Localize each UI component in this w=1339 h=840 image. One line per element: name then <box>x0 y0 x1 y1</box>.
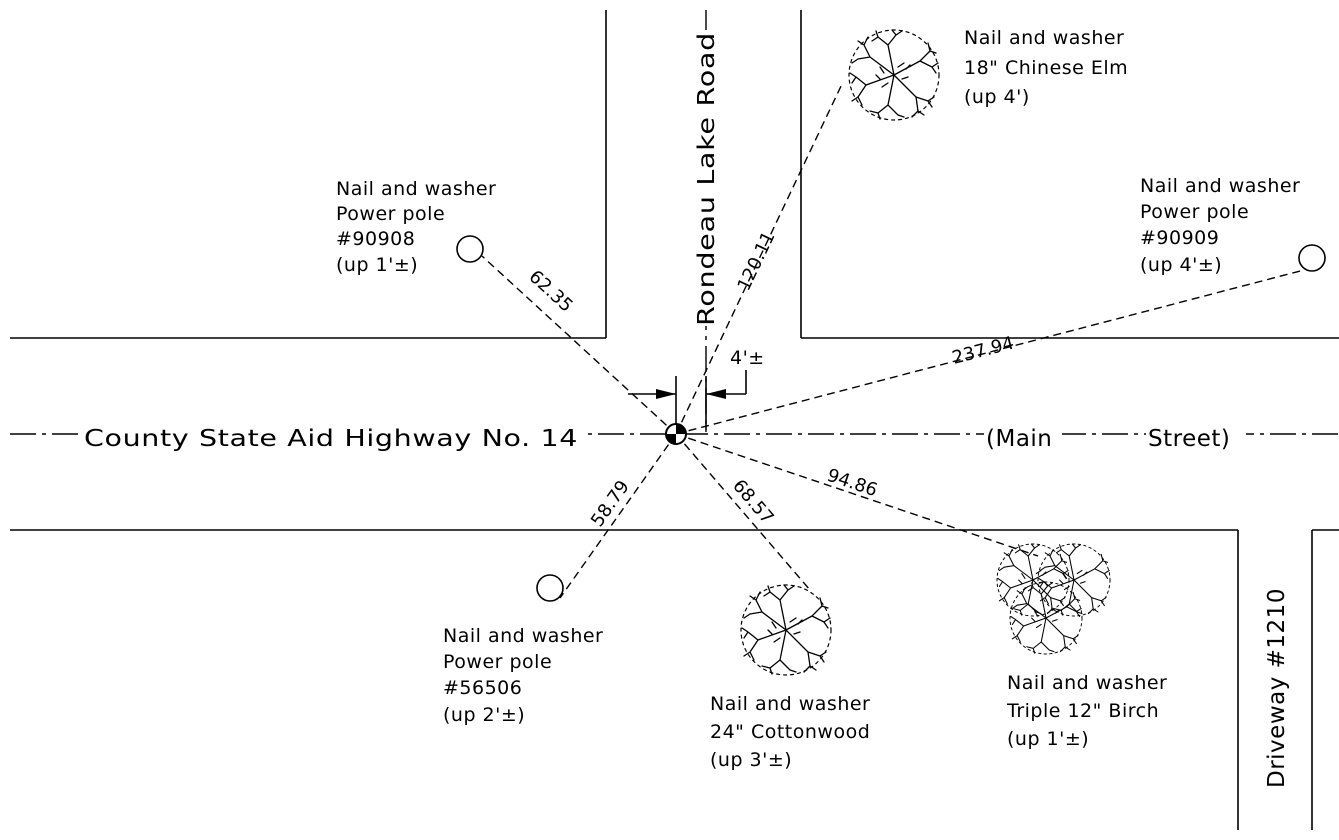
svg-text:#90909: #90909 <box>1140 227 1219 249</box>
svg-text:Nail and washer: Nail and washer <box>1140 175 1300 197</box>
reference-point-marker <box>665 423 687 445</box>
power-pole-90908-symbol <box>456 235 484 263</box>
svg-text:(up 1'±): (up 1'±) <box>336 254 418 276</box>
svg-text:#56506: #56506 <box>443 677 522 699</box>
distance-cottonwood: 68.57 <box>728 476 778 529</box>
cross-road-label: Rondeau Lake Road <box>692 30 720 326</box>
svg-text:(up 4'±): (up 4'±) <box>1140 254 1222 276</box>
svg-text:18" Chinese Elm: 18" Chinese Elm <box>964 57 1128 79</box>
svg-text:Power pole: Power pole <box>336 203 445 225</box>
main-street-label: (Main Street) <box>984 425 1246 452</box>
svg-text:Rondeau Lake Road: Rondeau Lake Road <box>694 32 720 326</box>
svg-text:(up 2'±): (up 2'±) <box>443 704 525 726</box>
distance-elm: 120.11 <box>734 228 780 294</box>
svg-text:#90908: #90908 <box>336 228 415 250</box>
svg-text:(up 4'): (up 4') <box>964 86 1030 108</box>
label-pole-90909: Nail and washer Power pole #90909 (up 4'… <box>1140 175 1300 276</box>
triple-birch-symbol <box>996 543 1111 655</box>
svg-text:24" Cottonwood: 24" Cottonwood <box>710 721 870 743</box>
chinese-elm-symbol <box>848 29 940 121</box>
driveway-label: Driveway #1210 <box>1264 588 1290 788</box>
tie-line-pole-90909 <box>675 269 1305 435</box>
tie-line-pole-56506 <box>559 433 677 599</box>
svg-text:Nail and washer: Nail and washer <box>964 27 1124 49</box>
offset-dimension: 4'± <box>628 347 765 430</box>
svg-text:(up 3'±): (up 3'±) <box>710 749 792 771</box>
power-pole-56506-symbol <box>536 574 564 602</box>
svg-text:Power pole: Power pole <box>1140 201 1249 223</box>
svg-text:Nail and washer: Nail and washer <box>710 693 870 715</box>
svg-text:(Main: (Main <box>986 426 1052 452</box>
label-cottonwood: Nail and washer 24" Cottonwood (up 3'±) <box>710 693 870 771</box>
svg-text:Triple 12" Birch: Triple 12" Birch <box>1006 700 1159 722</box>
svg-text:(up 1'±): (up 1'±) <box>1007 728 1089 750</box>
power-pole-90909-symbol <box>1298 244 1326 272</box>
label-pole-56506: Nail and washer Power pole #56506 (up 2'… <box>443 625 603 726</box>
svg-text:Street): Street) <box>1148 426 1230 452</box>
tie-line-birch <box>675 433 1039 557</box>
offset-label: 4'± <box>730 347 765 369</box>
svg-text:County State Aid Highway No. 1: County State Aid Highway No. 14 <box>84 426 578 452</box>
tie-lines <box>481 83 1305 599</box>
distance-pole-90908: 62.35 <box>525 266 577 316</box>
label-elm: Nail and washer 18" Chinese Elm (up 4') <box>964 27 1128 108</box>
road-edges <box>10 10 1339 830</box>
cottonwood-symbol <box>740 584 832 676</box>
label-birch: Nail and washer Triple 12" Birch (up 1'±… <box>1006 672 1167 750</box>
tie-line-pole-90908 <box>481 255 677 435</box>
tie-line-cottonwood <box>675 433 811 591</box>
highway-label: County State Aid Highway No. 14 <box>82 425 582 452</box>
svg-text:Nail and washer: Nail and washer <box>336 178 496 200</box>
distance-birch: 94.86 <box>824 465 880 501</box>
svg-text:Nail and washer: Nail and washer <box>1007 672 1167 694</box>
svg-text:Nail and washer: Nail and washer <box>443 625 603 647</box>
label-pole-90908: Nail and washer Power pole #90908 (up 1'… <box>336 178 496 276</box>
svg-text:Power pole: Power pole <box>443 651 552 673</box>
